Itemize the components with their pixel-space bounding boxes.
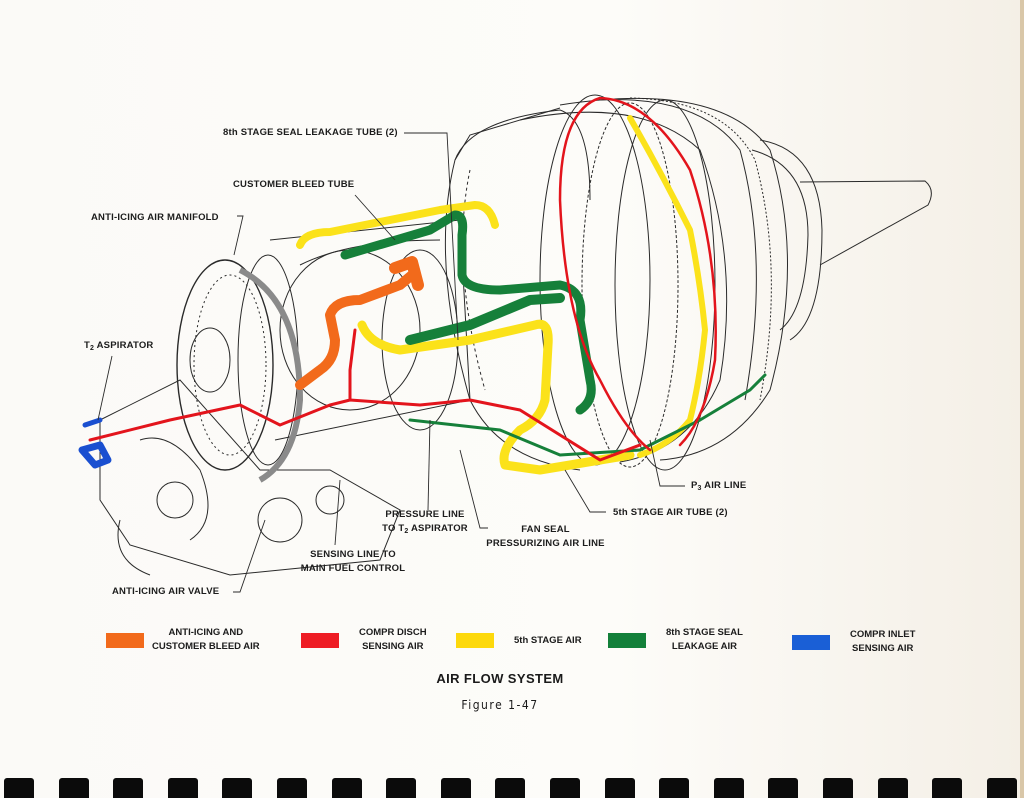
binding-hole — [877, 778, 908, 798]
fan-seal-line — [408, 373, 767, 457]
legend-swatch — [301, 632, 339, 648]
leader-lines — [97, 132, 685, 593]
leader-pressure-line — [427, 419, 431, 511]
legend-swatch — [792, 634, 830, 650]
legend-swatch — [106, 632, 144, 648]
fifth-stage-air-rear — [627, 115, 708, 458]
binding-hole — [167, 778, 198, 798]
binding-hole — [4, 778, 34, 798]
mid-casing — [269, 219, 471, 441]
binding-hole — [331, 778, 362, 798]
legend-swatch — [608, 632, 646, 648]
binding-hole — [58, 778, 89, 798]
leader-sensing-line — [334, 479, 341, 546]
page-edge — [1020, 0, 1024, 798]
leader-fan-seal — [459, 449, 488, 529]
anti-icing-elbow — [389, 256, 424, 291]
customer-bleed-tube — [295, 270, 417, 390]
callout-p3-air-line: P3 AIR LINE — [691, 480, 747, 492]
binding-hole — [440, 778, 471, 798]
inlet-face — [176, 259, 274, 471]
callout-5th-stage-air-tube: 5th STAGE AIR TUBE (2) — [613, 507, 728, 518]
callout-anti-icing-manifold: ANTI-ICING AIR MANIFOLD — [91, 212, 219, 223]
binding-hole — [550, 778, 580, 798]
binding-hole — [386, 778, 417, 798]
legend-item-5th-stage: 5th STAGE AIR — [456, 633, 582, 648]
leader-5th-stage — [564, 469, 606, 513]
turbine-casing — [559, 97, 788, 461]
compr-inlet-sensing — [78, 441, 112, 469]
leader-p3 — [649, 439, 685, 487]
binding-hole — [113, 778, 144, 798]
fifth-stage-air-tube-lower — [357, 319, 635, 475]
binding-hole — [604, 778, 635, 798]
binding-hole — [222, 778, 253, 798]
seal-leakage-tube-lower — [405, 293, 565, 345]
compr-disch-sensing-line — [88, 328, 642, 462]
binding-hole — [277, 778, 307, 798]
spiral-binding-holes — [0, 778, 1024, 798]
compr-disch-ring — [558, 96, 717, 452]
exhaust-ring-inner — [751, 149, 809, 331]
leader-customer-bleed — [354, 194, 396, 241]
legend-swatch — [456, 633, 494, 648]
compressor-casing — [454, 109, 591, 201]
t2-aspirator-tip — [82, 417, 103, 428]
leader-seal-leakage — [404, 132, 459, 341]
leader-t2-aspirator — [97, 355, 113, 421]
legend-label: 5th STAGE AIR — [514, 634, 582, 646]
callout-customer-bleed-tube: CUSTOMER BLEED TUBE — [233, 179, 355, 190]
exhaust-cone — [799, 180, 932, 266]
leader-anti-icing-manifold — [233, 215, 244, 256]
seal-leakage-tube-upper — [340, 210, 596, 415]
callout-anti-icing-valve: ANTI-ICING AIR VALVE — [112, 586, 220, 597]
gearbox — [99, 379, 401, 576]
figure-number: Figure 1-47 — [461, 698, 539, 712]
callout-t2-aspirator: T2 ASPIRATOR — [84, 340, 154, 352]
figure-title: AIR FLOW SYSTEM — [436, 671, 564, 686]
leader-anti-icing-valve — [233, 519, 266, 593]
binding-hole — [823, 778, 853, 798]
binding-hole — [932, 778, 963, 798]
callout-seal-leakage-tube: 8th STAGE SEAL LEAKAGE TUBE (2) — [223, 127, 398, 138]
binding-hole — [713, 778, 744, 798]
binding-hole — [986, 778, 1017, 798]
exhaust-ring — [759, 139, 823, 341]
binding-hole — [768, 778, 799, 798]
binding-hole — [495, 778, 526, 798]
fifth-stage-air-tube-upper — [296, 201, 499, 249]
binding-hole — [659, 778, 690, 798]
